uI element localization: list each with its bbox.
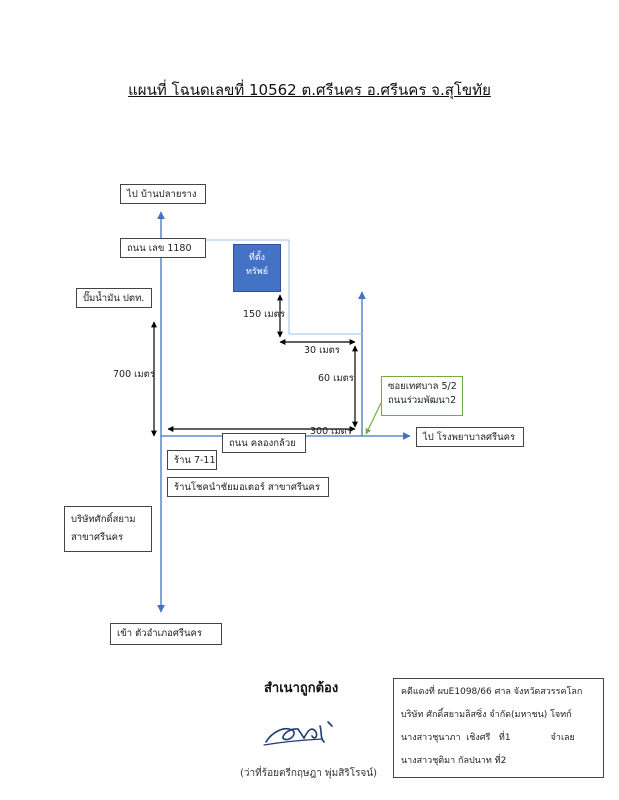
page-title: แผนที่ โฉนดเลขที่ 10562 ต.ศรีนคร อ.ศรีนค… bbox=[128, 81, 491, 99]
label-chokchai-motor: ร้านโชคนำชัยมอเตอร์ สาขาศรีนคร bbox=[167, 477, 329, 497]
label-to-hospital: ไป โรงพยาบาลศรีนคร bbox=[416, 427, 524, 447]
case-info-line2: บริษัท ศักดิ์สยามลิสซิ่ง จำกัด(มหาชน) โจ… bbox=[401, 710, 572, 720]
label-to-town: เข้า ตัวอำเภอศรีนคร bbox=[110, 623, 222, 645]
property-label-line1: ที่ตั้ง bbox=[248, 253, 266, 263]
label-siam-company: บริษัทศักดิ์สยาม สาขาศรีนคร bbox=[64, 506, 152, 552]
label-distance-150m: 150 เมตร bbox=[243, 309, 285, 320]
case-info-line3: นางสาวชุนาภา เชิงศรี ที่1 จำเลย bbox=[401, 733, 575, 743]
label-distance-30m: 30 เมตร bbox=[304, 345, 340, 356]
certified-copy-text: สำเนาถูกต้อง bbox=[264, 681, 339, 696]
handwritten-signature bbox=[263, 721, 333, 746]
soi-label-line1: ซอยเทศบาล 5/2 bbox=[388, 381, 457, 392]
case-info-line4: นางสาวชุติมา กัลปนาท ที่2 bbox=[401, 756, 507, 766]
label-distance-60m: 60 เมตร bbox=[318, 373, 354, 384]
label-soi-road: ซอยเทศบาล 5/2 ถนนร่วมพัฒนา2 bbox=[381, 376, 463, 416]
property-marker: ที่ตั้ง ทรัพย์ bbox=[233, 244, 281, 292]
siam-company-line2: สาขาศรีนคร bbox=[71, 532, 124, 543]
signer-name: (ว่าที่ร้อยตรีกฤษฎา พุ่มสิริโรจน์) bbox=[240, 768, 378, 779]
siam-company-line1: บริษัทศักดิ์สยาม bbox=[71, 514, 136, 525]
label-distance-700m: 700 เมตร bbox=[113, 369, 155, 380]
label-seven-eleven: ร้าน 7-11 bbox=[167, 450, 217, 470]
soi-pointer-arrow bbox=[365, 402, 382, 435]
label-to-ban-plai-rang: ไป บ้านปลายราง bbox=[120, 184, 206, 204]
case-info-box: คดีแดงที่ ผบE1098/66 ศาล จังหวัดสวรรคโลก… bbox=[393, 678, 604, 778]
label-ptt-station: ปั๊มน้ำมัน ปตท. bbox=[76, 288, 152, 308]
property-label-line2: ทรัพย์ bbox=[246, 267, 268, 277]
label-road-1180: ถนน เลข 1180 bbox=[120, 238, 206, 258]
label-khlong-kluai-road: ถนน คลองกล้วย bbox=[222, 433, 306, 453]
case-info-line1: คดีแดงที่ ผบE1098/66 ศาล จังหวัดสวรรคโลก bbox=[401, 687, 583, 697]
label-distance-300m: 300 เมตร bbox=[310, 426, 352, 437]
soi-label-line2: ถนนร่วมพัฒนา2 bbox=[388, 395, 457, 406]
